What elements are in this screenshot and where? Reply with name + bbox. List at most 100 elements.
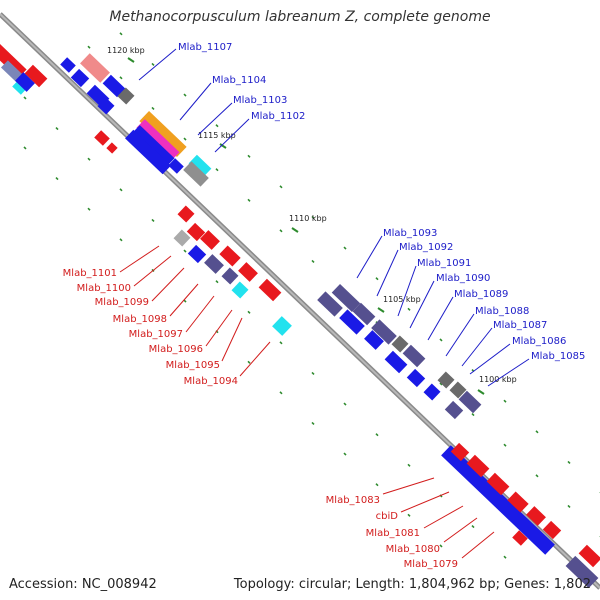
feature-blocks — [0, 41, 600, 589]
feature-red — [486, 472, 510, 496]
feature-red — [258, 278, 282, 302]
accession-text: Accession: NC_008942 — [9, 577, 157, 592]
grid-dot — [567, 504, 571, 508]
grid-dot — [183, 249, 187, 253]
grid-dot — [311, 215, 315, 220]
feature-gray — [449, 381, 467, 399]
grid-dot — [119, 188, 123, 192]
grid-dot — [503, 443, 507, 447]
gene-label-forward[interactable]: Mlab_1091 — [417, 258, 471, 269]
grid-dot — [279, 185, 283, 189]
gene-label-reverse[interactable]: cbiD — [376, 511, 399, 522]
tick-label: 1105 kbp — [383, 295, 421, 304]
gene-label-reverse[interactable]: Mlab_1099 — [95, 297, 149, 308]
grid-dot — [311, 259, 315, 264]
grid-dot — [247, 198, 251, 202]
gene-label-reverse[interactable]: Mlab_1098 — [113, 314, 167, 325]
gene-label-forward[interactable]: Mlab_1090 — [436, 273, 490, 284]
gene-label-forward[interactable]: Mlab_1088 — [475, 306, 529, 317]
feature-red — [186, 222, 206, 242]
feature-blue — [131, 125, 175, 167]
feature-purple — [371, 319, 397, 345]
grid-dot — [215, 124, 219, 128]
gene-label-reverse[interactable]: Mlab_1083 — [326, 495, 380, 506]
feature-cyan — [231, 281, 249, 299]
feature-red — [512, 530, 528, 546]
grid-dots — [23, 32, 600, 559]
feature-blue — [15, 72, 35, 92]
feature-gray — [391, 335, 409, 353]
grid-dot — [375, 483, 379, 487]
grid-dot — [407, 463, 411, 467]
feature-purple — [204, 254, 224, 274]
grid-dot — [439, 338, 443, 342]
grid-dot — [407, 307, 411, 311]
grid-dot — [407, 513, 411, 517]
grid-dot — [87, 157, 91, 161]
feature-purple — [331, 283, 361, 313]
grid-dot — [23, 146, 27, 150]
feature-blue — [423, 383, 441, 401]
grid-dot — [503, 555, 507, 559]
grid-dot — [55, 127, 59, 131]
gene-label-forward[interactable]: Mlab_1103 — [233, 95, 287, 106]
gene-label-forward[interactable]: Mlab_1102 — [251, 111, 305, 122]
grid-dot — [151, 106, 155, 110]
grid-dot — [311, 421, 315, 426]
feature-blue — [70, 68, 90, 88]
feature-gray — [183, 161, 209, 187]
grid-dot — [183, 93, 187, 97]
topology-text: Topology: circular; Length: 1,804,962 bp… — [233, 577, 591, 592]
gene-label-reverse[interactable]: Mlab_1097 — [129, 329, 183, 340]
feature-blue — [102, 74, 126, 98]
grid-dot — [439, 382, 443, 386]
feature-blue — [406, 368, 426, 388]
gene-label-reverse[interactable]: Mlab_1101 — [63, 268, 117, 279]
grid-dot — [471, 412, 475, 417]
feature-blue — [339, 309, 365, 335]
gene-label-forward[interactable]: Mlab_1089 — [454, 289, 508, 300]
gene-label-reverse[interactable]: Mlab_1094 — [184, 376, 238, 387]
map-title: Methanocorpusculum labreanum Z, complete… — [109, 9, 491, 25]
grid-dot — [247, 310, 251, 314]
grid-dot — [55, 177, 59, 181]
grid-dot — [503, 399, 507, 403]
grid-dot — [311, 371, 315, 376]
feature-purple — [352, 302, 376, 326]
gene-label-forward[interactable]: Mlab_1104 — [212, 75, 266, 86]
grid-dot — [87, 45, 91, 49]
grid-dot — [23, 96, 27, 100]
gene-label-forward[interactable]: Mlab_1092 — [399, 242, 453, 253]
gene-label-forward[interactable]: Mlab_1085 — [531, 351, 585, 362]
feature-red — [578, 544, 600, 568]
tick-label: 1110 kbp — [289, 214, 327, 223]
grid-dot — [343, 452, 347, 456]
grid-dot — [215, 280, 219, 284]
gene-label-forward[interactable]: Mlab_1107 — [178, 42, 232, 53]
feature-red — [200, 230, 220, 250]
feature-red — [24, 64, 48, 88]
gene-label-forward[interactable]: Mlab_1086 — [512, 336, 566, 347]
grid-dot — [151, 218, 155, 222]
gene-label-reverse[interactable]: Mlab_1081 — [366, 528, 420, 539]
grid-dot — [535, 430, 539, 434]
gene-label-reverse[interactable]: Mlab_1080 — [386, 544, 440, 555]
gene-label-reverse[interactable]: Mlab_1095 — [166, 360, 220, 371]
gene-label-forward[interactable]: Mlab_1087 — [493, 320, 547, 331]
feature-red — [542, 520, 562, 540]
feature-pink — [80, 53, 110, 83]
grid-dot — [119, 238, 123, 242]
feature-red — [219, 245, 241, 267]
feature-purple — [444, 400, 464, 420]
grid-dot — [343, 402, 347, 406]
grid-dot — [119, 76, 123, 80]
gene-label-forward[interactable]: Mlab_1093 — [383, 228, 437, 239]
feature-purple — [221, 267, 239, 285]
gene-label-reverse[interactable]: Mlab_1096 — [149, 344, 203, 355]
feature-orange — [139, 110, 187, 158]
grid-dot — [279, 341, 283, 345]
grid-dot — [247, 154, 251, 158]
feature-magenta — [136, 119, 180, 161]
gene-label-reverse[interactable]: Mlab_1100 — [77, 283, 131, 294]
gene-label-reverse[interactable]: Mlab_1079 — [404, 559, 458, 570]
